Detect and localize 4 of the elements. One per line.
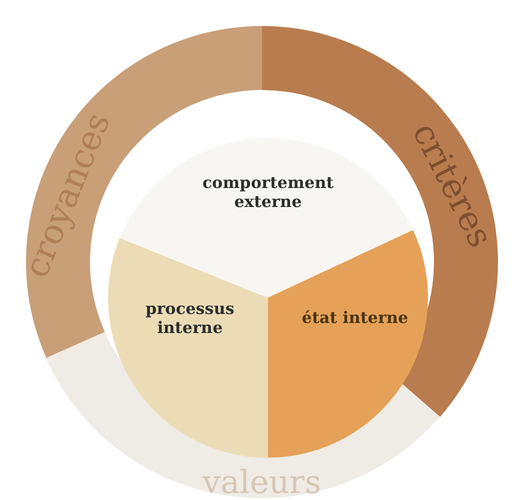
sector-label: état interne	[300, 308, 410, 328]
ring-label: valeurs	[202, 462, 322, 500]
sector-label: processus interne	[144, 298, 236, 338]
sector-label: comportement externe	[201, 172, 335, 212]
